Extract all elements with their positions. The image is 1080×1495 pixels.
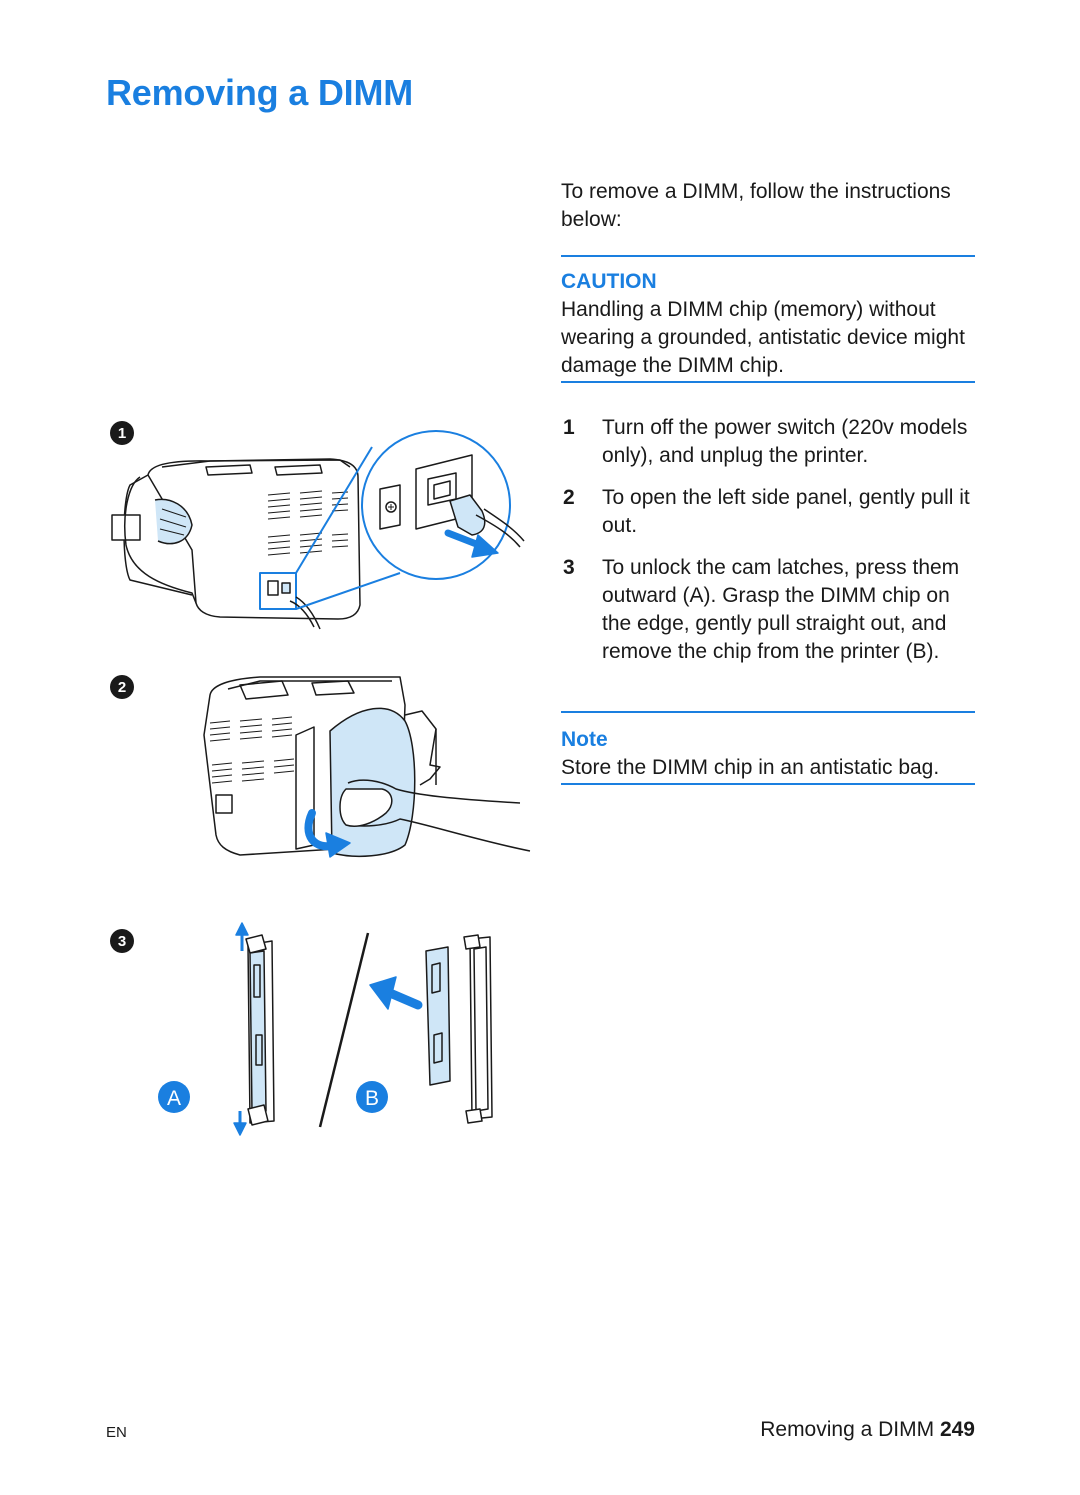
callout-3: 3 — [110, 929, 134, 953]
note-bottom-rule — [561, 783, 975, 785]
note-text: Store the DIMM chip in an antistatic bag… — [561, 756, 940, 779]
caution-bottom-rule — [561, 381, 975, 383]
step-item: 1 Turn off the power switch (220v models… — [561, 414, 981, 470]
dimm-latch-drawing-b — [425, 934, 493, 1124]
footer-page-label: Removing a DIMM 249 — [760, 1418, 975, 1442]
note-heading: Note — [561, 728, 608, 751]
label-letter: A — [167, 1087, 181, 1110]
step-text: To open the left side panel, gently pull… — [602, 486, 970, 537]
dimm-removal-illustration: 1 2 3 A B — [110, 421, 531, 1136]
note-top-rule — [561, 711, 975, 713]
caution-top-rule — [561, 255, 975, 257]
footer-language: EN — [106, 1424, 127, 1441]
callout-number: 3 — [118, 933, 126, 950]
step-item: 3 To unlock the cam latches, press them … — [561, 554, 981, 666]
open-panel-arrow-icon — [304, 809, 351, 858]
remove-chip-arrow-icon — [369, 976, 423, 1010]
callout-number: 1 — [118, 425, 126, 442]
divider-line — [318, 932, 370, 1128]
step-text: To unlock the cam latches, press them ou… — [602, 556, 960, 663]
callout-number: 2 — [118, 679, 126, 696]
step-number: 1 — [563, 416, 575, 439]
footer-section: Removing a DIMM — [760, 1418, 935, 1441]
step-number: 2 — [563, 486, 575, 509]
step-number: 3 — [563, 556, 575, 579]
intro-text: To remove a DIMM, follow the instruction… — [561, 180, 951, 231]
dimm-latch-drawing-a — [245, 934, 275, 1126]
step-text: Turn off the power switch (220v models o… — [602, 416, 968, 467]
callout-1: 1 — [110, 421, 134, 445]
page-number: 249 — [939, 1418, 975, 1441]
label-letter: B — [365, 1087, 379, 1110]
label-b: B — [356, 1081, 388, 1113]
page-title: Removing a DIMM — [106, 72, 414, 113]
latch-outward-arrow-icon — [233, 922, 249, 1136]
step-item: 2 To open the left side panel, gently pu… — [561, 484, 981, 540]
label-a: A — [158, 1081, 190, 1113]
callout-2: 2 — [110, 675, 134, 699]
printer-side-panel-drawing — [203, 676, 531, 858]
printer-rear-drawing — [111, 458, 361, 630]
unplug-arrow-icon — [444, 529, 499, 558]
step-list: 1 Turn off the power switch (220v models… — [561, 414, 981, 680]
caution-text: Handling a DIMM chip (memory) without we… — [561, 298, 965, 377]
caution-heading: CAUTION — [561, 270, 657, 293]
